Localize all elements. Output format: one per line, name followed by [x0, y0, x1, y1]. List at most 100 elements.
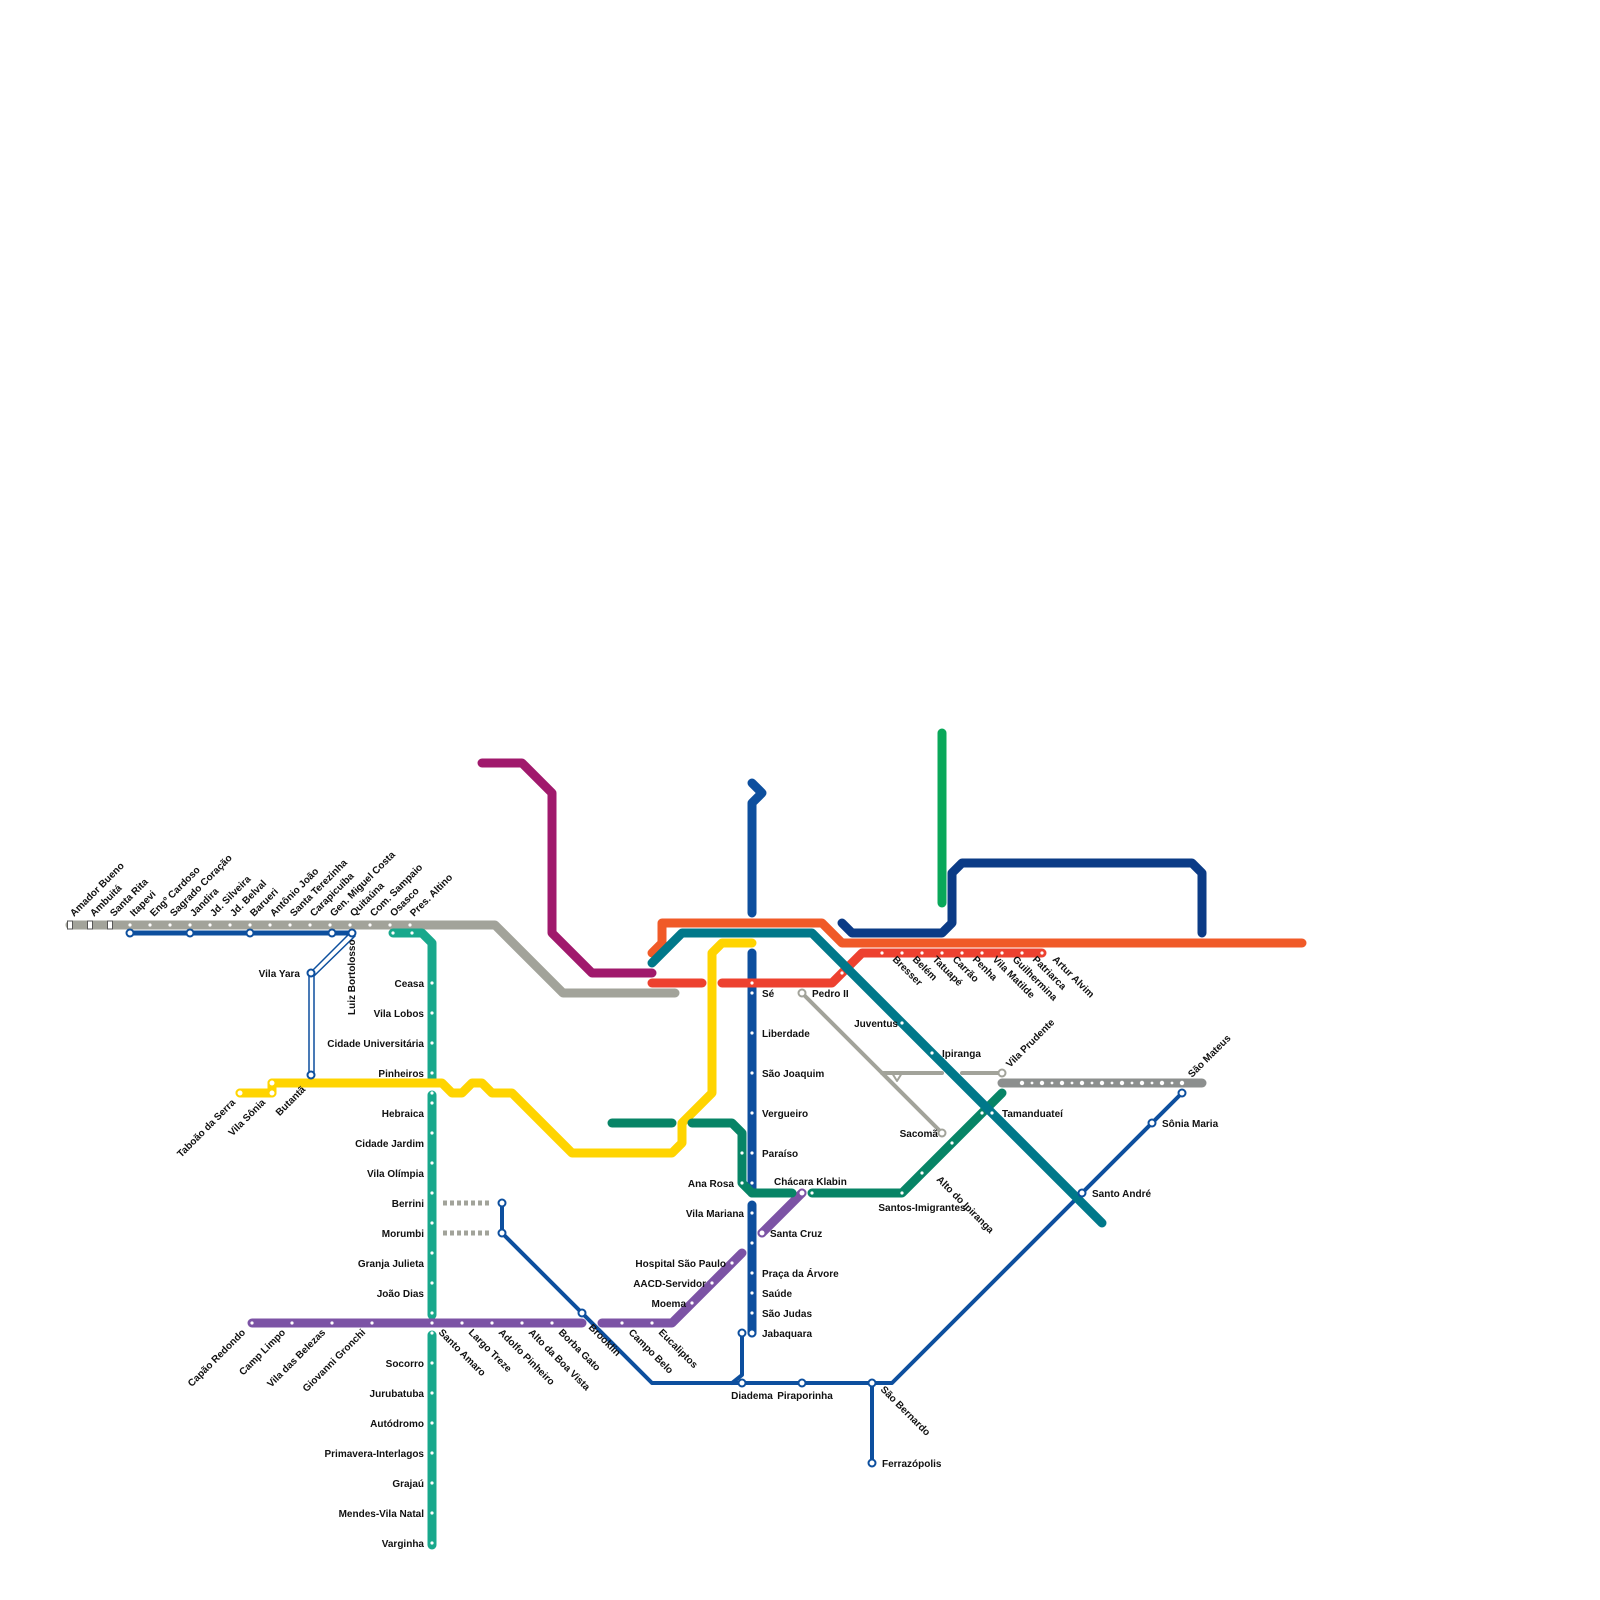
label-aacd[interactable]: AACD-Servidor [633, 1279, 706, 1290]
station-gray-marker[interactable] [408, 923, 412, 927]
label-saude[interactable]: Saúde [762, 1289, 792, 1300]
label-luiz-bortolosso[interactable]: Luiz Bortolosso [347, 939, 358, 1015]
label-chacara-klabin[interactable]: Chácara Klabin [774, 1177, 847, 1188]
label-santa-cruz[interactable]: Santa Cruz [770, 1229, 822, 1240]
label-paraiso[interactable]: Paraíso [762, 1149, 798, 1160]
station-gray-marker[interactable] [308, 923, 312, 927]
station-blue-feeder-marker[interactable] [327, 928, 337, 938]
station-chacara-klabin-marker[interactable] [797, 1188, 807, 1198]
station-green-marker[interactable] [920, 1171, 924, 1175]
label-capao-redondo[interactable]: Capão Redondo [186, 1327, 248, 1389]
station-butanta-blue-marker[interactable] [306, 1070, 316, 1080]
station-sonia-maria-marker[interactable] [1147, 1118, 1157, 1128]
station-blue-marker[interactable] [750, 1271, 754, 1275]
station-monorail-marker[interactable] [1139, 1080, 1145, 1086]
station-teal-marker[interactable] [430, 981, 434, 985]
station-purple-marker[interactable] [620, 1321, 624, 1325]
station-teal-marker[interactable] [430, 1451, 434, 1455]
label-ana-rosa[interactable]: Ana Rosa [688, 1179, 735, 1190]
station-monorail-marker[interactable] [1159, 1080, 1165, 1086]
label-sao-joaquim[interactable]: São Joaquim [762, 1069, 824, 1080]
label-ferrazopolis[interactable]: Ferrazópolis [882, 1459, 942, 1470]
label-vergueiro[interactable]: Vergueiro [762, 1109, 808, 1120]
station-purple-marker[interactable] [330, 1321, 334, 1325]
station-gray-marker[interactable] [248, 923, 252, 927]
label-pedro-ii[interactable]: Pedro II [812, 989, 849, 1000]
station-se-red-marker[interactable] [750, 981, 754, 985]
station-red-marker[interactable] [840, 971, 844, 975]
station-purple-marker[interactable] [290, 1321, 294, 1325]
label-liberdade[interactable]: Liberdade [762, 1029, 810, 1040]
label-praca-arvore[interactable]: Praça da Árvore [762, 1267, 839, 1280]
station-purple-marker[interactable] [250, 1321, 254, 1325]
station-gray-marker[interactable] [268, 923, 272, 927]
station-purple-marker[interactable] [370, 1321, 374, 1325]
station-teal-marker[interactable] [430, 1361, 434, 1365]
station-monorail-marker[interactable] [1110, 1081, 1114, 1085]
station-monorail-marker[interactable] [1030, 1081, 1034, 1085]
station-blue-marker[interactable] [750, 1291, 754, 1295]
label-autodromo[interactable]: Autódromo [370, 1419, 424, 1430]
label-juventus[interactable]: Juventus [854, 1019, 898, 1030]
label-pinheiros[interactable]: Pinheiros [378, 1069, 424, 1080]
station-tamanduatei-marker[interactable] [990, 1111, 994, 1115]
station-hospital-marker[interactable] [730, 1261, 734, 1265]
station-teal-marker[interactable] [430, 1251, 434, 1255]
station-red-marker[interactable] [960, 951, 964, 955]
station-gray-marker[interactable] [128, 923, 132, 927]
station-green-marker[interactable] [900, 1191, 904, 1195]
label-piraporinha[interactable]: Piraporinha [777, 1391, 833, 1402]
station-sao-mateus-marker[interactable] [1177, 1088, 1187, 1098]
label-hebraica[interactable]: Hebraica [382, 1109, 425, 1120]
station-berrini-blue-marker[interactable] [497, 1198, 507, 1208]
label-jabaquara[interactable]: Jabaquara [762, 1329, 812, 1340]
label-vila-olimpia[interactable]: Vila Olímpia [367, 1169, 424, 1180]
label-vila-yara[interactable]: Vila Yara [259, 969, 301, 980]
label-primavera[interactable]: Primavera-Interlagos [325, 1449, 425, 1460]
station-gray-marker[interactable] [288, 923, 292, 927]
station-blue-marker[interactable] [750, 1241, 754, 1245]
station-teal-marker[interactable] [430, 1311, 434, 1315]
station-green-marker[interactable] [980, 1111, 984, 1115]
label-vila-prudente[interactable]: Vila Prudente [1004, 1017, 1057, 1070]
station-ipiranga-marker[interactable] [930, 1051, 934, 1055]
station-monorail-marker[interactable] [1099, 1080, 1105, 1086]
station-gray-marker[interactable] [208, 923, 212, 927]
label-morumbi[interactable]: Morumbi [382, 1229, 424, 1240]
station-gray-marker[interactable] [148, 923, 152, 927]
label-varginha[interactable]: Varginha [382, 1539, 425, 1550]
station-sao-bernardo-marker[interactable] [867, 1378, 877, 1388]
station-diadema-north-marker[interactable] [737, 1328, 747, 1338]
label-grajau[interactable]: Grajaú [392, 1479, 424, 1490]
label-sao-mateus[interactable]: São Mateus [1186, 1033, 1233, 1080]
station-purple-marker[interactable] [520, 1321, 524, 1325]
station-vila-yara-marker[interactable] [306, 968, 316, 978]
station-santa-cruz-marker[interactable] [757, 1228, 767, 1238]
station-purple-marker[interactable] [550, 1321, 554, 1325]
label-vila-lobos[interactable]: Vila Lobos [374, 1009, 425, 1020]
station-gray-marker[interactable] [388, 923, 392, 927]
label-socorro[interactable]: Socorro [386, 1359, 424, 1370]
label-mendes[interactable]: Mendes-Vila Natal [339, 1509, 425, 1520]
station-gray-marker[interactable] [168, 923, 172, 927]
station-taboao-marker[interactable] [235, 1088, 245, 1098]
station-monorail-marker[interactable] [1170, 1081, 1174, 1085]
station-teal-marker[interactable] [430, 1541, 434, 1545]
station-blue-marker[interactable] [750, 1111, 754, 1115]
station-sacoma-marker[interactable] [937, 1128, 947, 1138]
label-jurubatuba[interactable]: Jurubatuba [370, 1389, 425, 1400]
station-santa-rita-marker[interactable] [107, 920, 113, 930]
station-gray-marker[interactable] [368, 923, 372, 927]
station-green-marker[interactable] [740, 1151, 744, 1155]
station-gray-marker[interactable] [348, 923, 352, 927]
station-amador-bueno-marker[interactable] [67, 920, 73, 930]
label-ipiranga[interactable]: Ipiranga [942, 1049, 981, 1060]
label-se[interactable]: Sé [762, 989, 775, 1000]
station-monorail-marker[interactable] [1079, 1080, 1085, 1086]
station-teal-marker[interactable] [430, 1131, 434, 1135]
station-blue-feeder-marker[interactable] [185, 928, 195, 938]
station-santo-andre-marker[interactable] [1077, 1188, 1087, 1198]
station-red-marker[interactable] [920, 951, 924, 955]
station-blue-marker[interactable] [750, 1071, 754, 1075]
station-teal-marker[interactable] [430, 1481, 434, 1485]
